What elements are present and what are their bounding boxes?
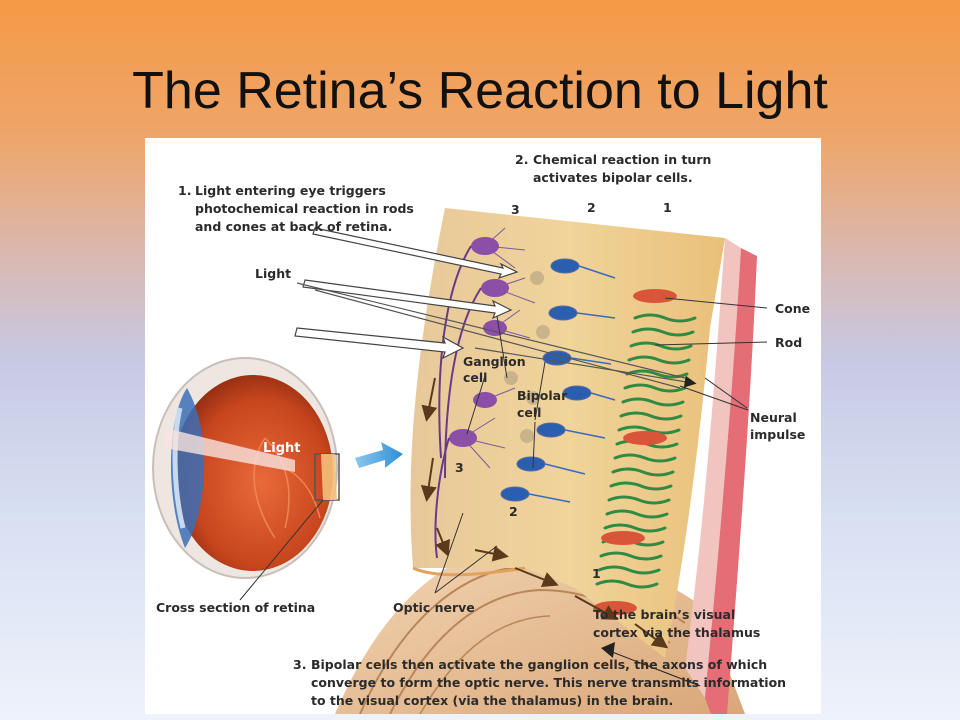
layer-numbers-bottom: 3 2 1 xyxy=(455,460,601,581)
zoom-arrow-icon xyxy=(355,442,403,468)
step-2-caption: 2. Chemical reaction in turn activates b… xyxy=(515,152,711,185)
to-brain-arrow xyxy=(606,649,701,687)
step-3-number: 3. xyxy=(293,657,306,672)
step-2-line-2: activates bipolar cells. xyxy=(533,170,693,185)
step-2-line-1: Chemical reaction in turn xyxy=(533,152,711,167)
to-brain-label-1: To the brain’s visual xyxy=(593,607,735,622)
cross-section-label: Cross section of retina xyxy=(156,600,315,615)
retina-diagram-panel: 1. Light entering eye triggers photochem… xyxy=(145,138,821,714)
cone-label: Cone xyxy=(775,301,810,316)
photoreceptor-layer xyxy=(593,289,697,615)
step-3-line-2: converge to form the optic nerve. This n… xyxy=(311,675,786,690)
neural-impulse-arrows xyxy=(420,377,669,649)
retina-diagram: 1. Light entering eye triggers photochem… xyxy=(152,152,810,714)
step-3-caption: 3. Bipolar cells then activate the gangl… xyxy=(293,657,786,708)
to-brain-arrowhead-icon xyxy=(601,642,615,658)
light-label-top: Light xyxy=(255,266,291,281)
neural-impulse-label-2: impulse xyxy=(750,427,805,442)
eyeball-illustration xyxy=(152,357,340,579)
step-1-line-3: and cones at back of retina. xyxy=(195,219,392,234)
step-1-line-1: Light entering eye triggers xyxy=(195,183,386,198)
layer-number-1-top: 1 xyxy=(663,200,672,215)
neural-impulse-label-1: Neural xyxy=(750,410,797,425)
layer-numbers-top: 3 2 1 xyxy=(511,200,672,217)
layer-number-1-bottom: 1 xyxy=(592,566,601,581)
step-1-line-2: photochemical reaction in rods xyxy=(195,201,414,216)
ganglion-cell-label-2: cell xyxy=(463,370,487,385)
ganglion-cell-label-1: Ganglion xyxy=(463,354,526,369)
bipolar-cell-label-2: cell xyxy=(517,405,541,420)
layer-number-3-bottom: 3 xyxy=(455,460,464,475)
step-3-line-3: to the visual cortex (via the thalamus) … xyxy=(311,693,673,708)
light-beam-lines xyxy=(296,282,697,389)
layer-number-2-bottom: 2 xyxy=(509,504,518,519)
bipolar-cells xyxy=(500,258,616,503)
step-2-number: 2. xyxy=(515,152,528,167)
light-label-eye: Light xyxy=(263,441,301,456)
horizontal-cells xyxy=(504,271,550,443)
layer-number-2-top: 2 xyxy=(587,200,596,215)
slide-title: The Retina’s Reaction to Light xyxy=(132,62,828,120)
step-1-caption: 1. Light entering eye triggers photochem… xyxy=(178,183,414,234)
leader-lines xyxy=(239,297,768,601)
optic-nerve-label: Optic nerve xyxy=(393,600,475,615)
layer-number-3-top: 3 xyxy=(511,202,520,217)
rod-label: Rod xyxy=(775,335,802,350)
step-1-number: 1. xyxy=(178,183,191,198)
bipolar-cell-label-1: Bipolar xyxy=(517,388,568,403)
light-arrows xyxy=(294,227,519,360)
to-brain-label-2: cortex via the thalamus xyxy=(593,625,760,640)
step-3-line-1: Bipolar cells then activate the ganglion… xyxy=(311,657,767,672)
